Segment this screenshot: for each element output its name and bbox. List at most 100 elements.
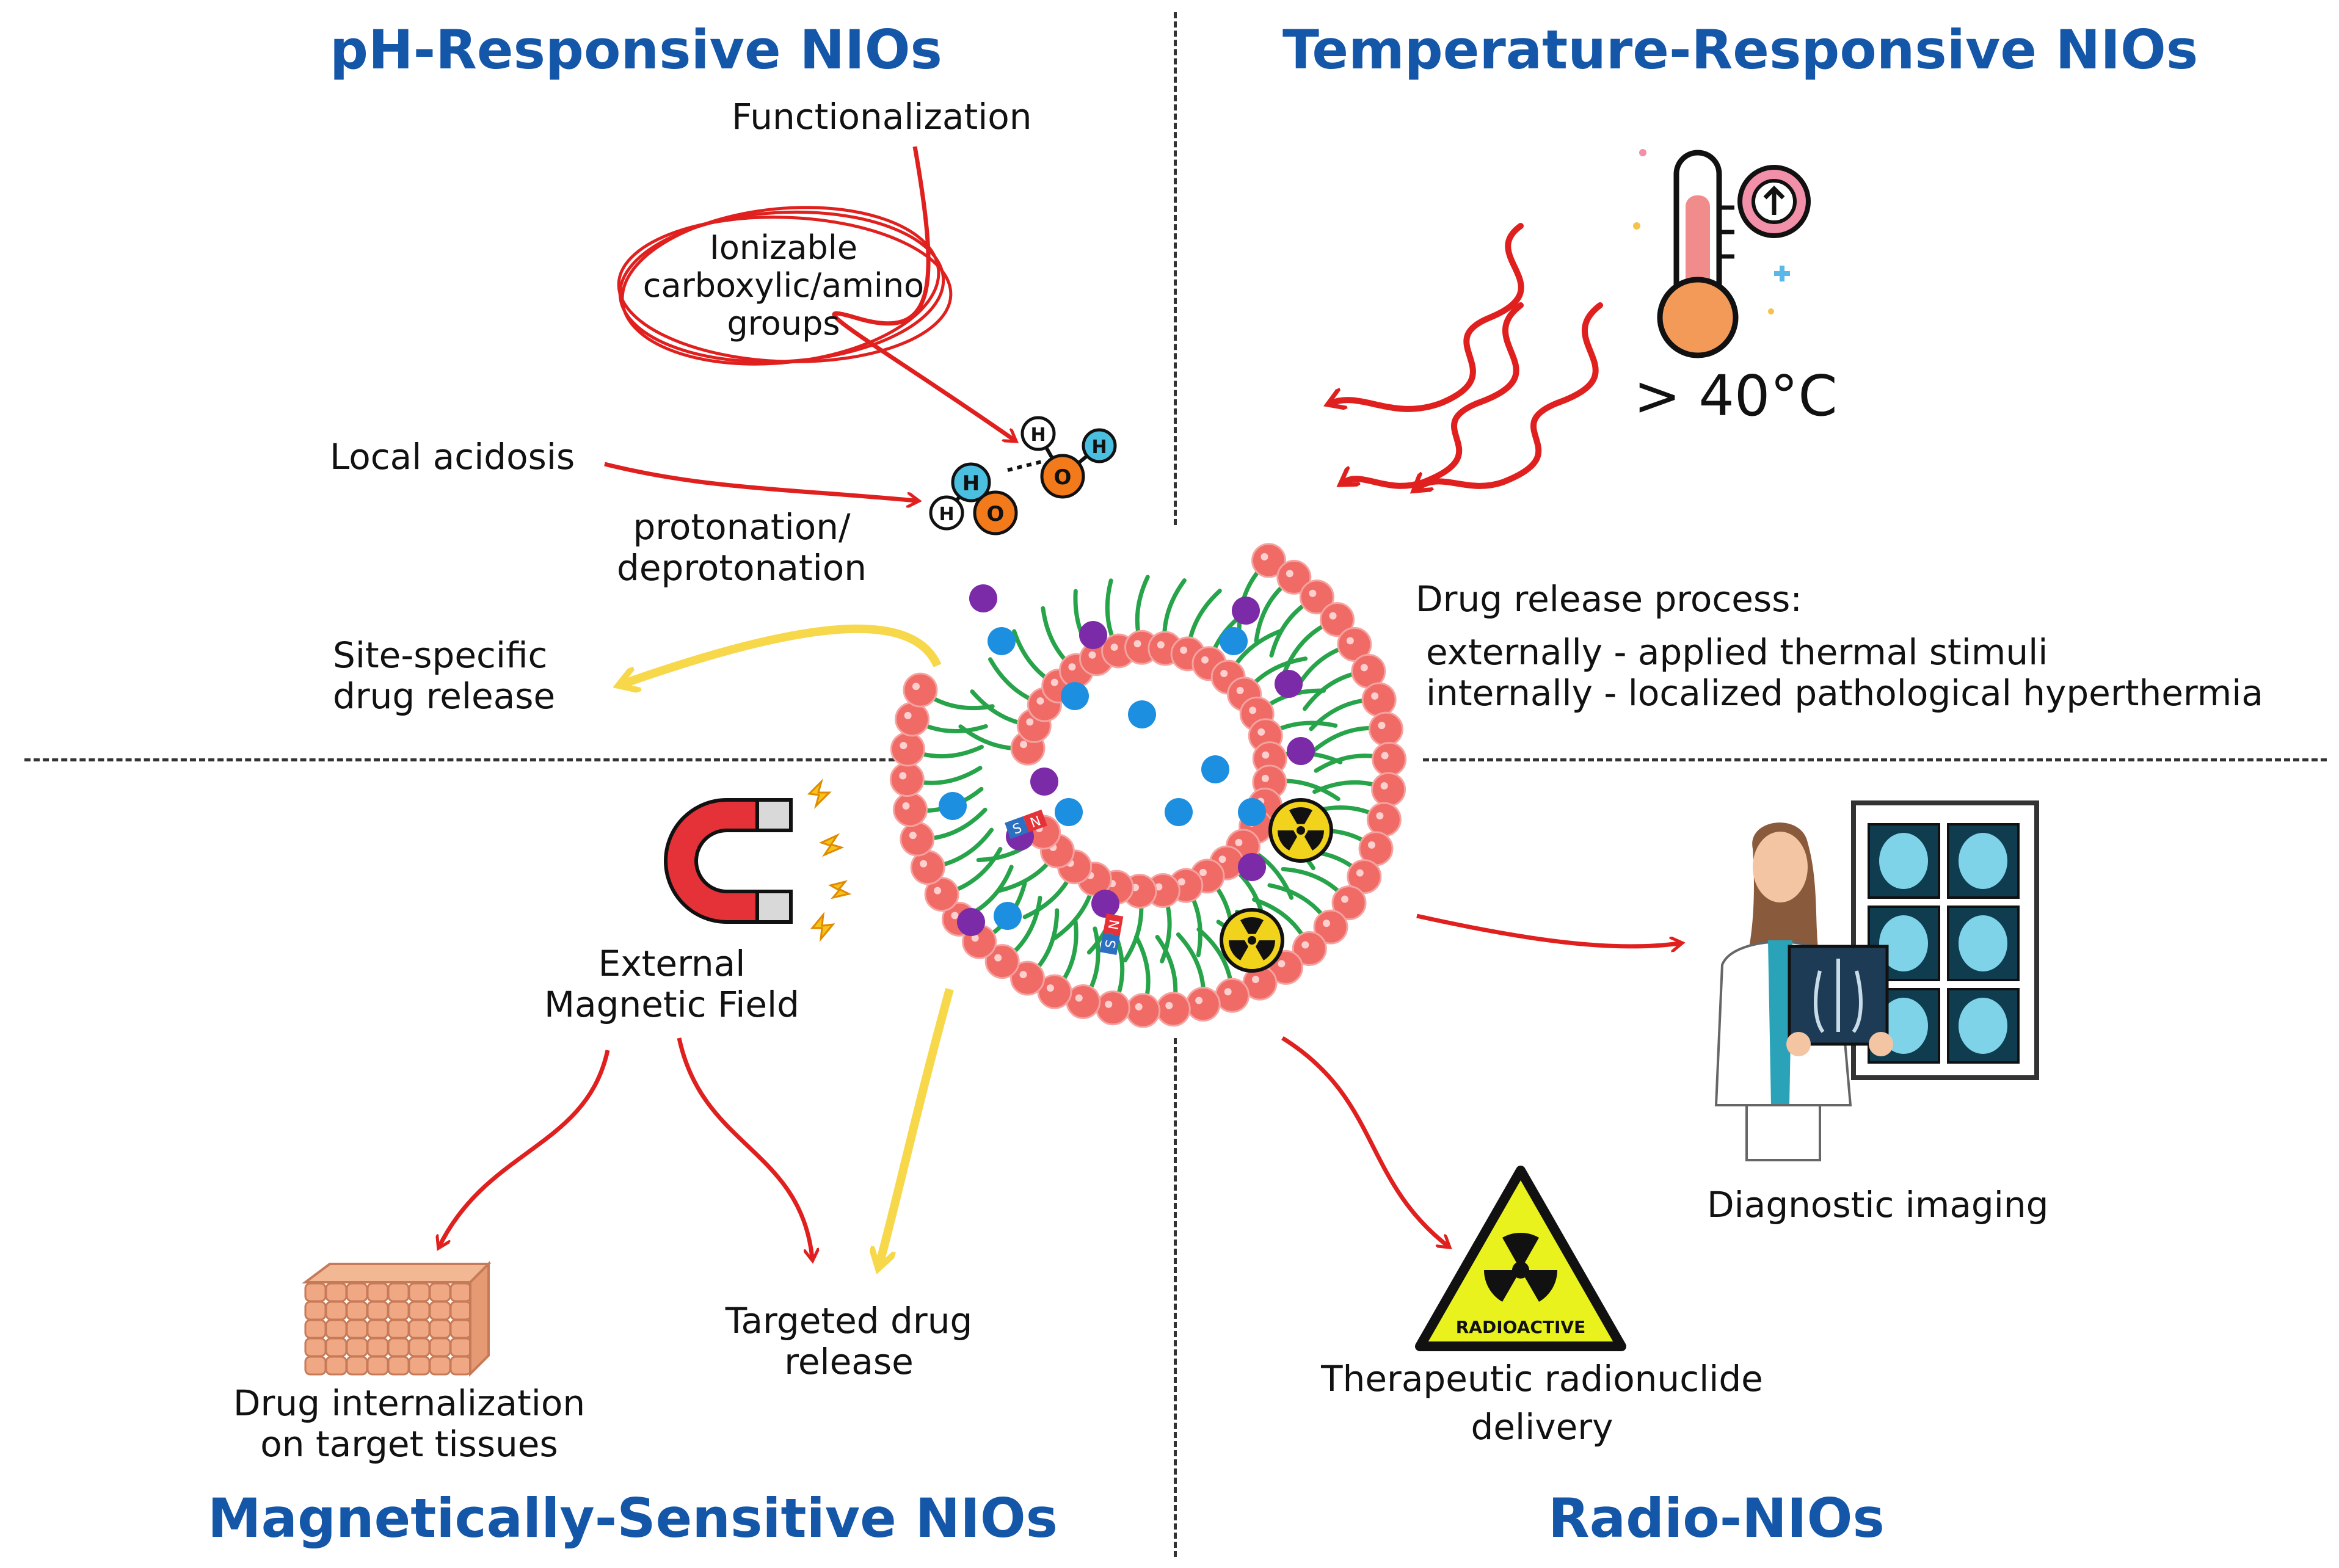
label-therapeutic-line2: delivery xyxy=(1471,1406,1613,1448)
lipid-head xyxy=(893,792,928,827)
tissue-cell xyxy=(346,1356,368,1376)
lipid-head xyxy=(1185,987,1221,1022)
drug-molecule-hydrophilic xyxy=(1061,682,1089,710)
tissue-cell xyxy=(449,1319,472,1339)
lipid-head-highlight xyxy=(1165,1001,1173,1009)
lipid-head-highlight xyxy=(1220,670,1228,678)
lipid-head xyxy=(984,944,1020,979)
label-protonation-line2: deprotonation xyxy=(617,546,867,589)
label-therapeutic-delivery: Therapeutic radionuclide delivery xyxy=(1298,1359,1786,1447)
lipid-head-highlight xyxy=(1360,664,1368,672)
label-internalization-line2: on target tissues xyxy=(260,1423,558,1465)
arrow-functionalization xyxy=(832,146,1014,440)
lipid-head-highlight xyxy=(1286,570,1293,578)
lipid-head xyxy=(890,731,925,767)
lipid-head-highlight xyxy=(1110,643,1118,651)
ionizable-ellipse xyxy=(617,206,953,366)
divider-horizontal-left xyxy=(24,758,904,761)
lipid-head-highlight xyxy=(1368,841,1376,849)
tissue-cell xyxy=(366,1282,389,1302)
tissue-cell xyxy=(408,1319,431,1339)
temperature-threshold: > 40°C xyxy=(1634,363,1838,429)
xray-organ xyxy=(1959,998,2007,1054)
tissue-cell xyxy=(387,1301,410,1321)
arrow-diagnostic xyxy=(1416,913,1679,946)
drug-molecule-hydrophilic xyxy=(1238,798,1266,826)
lipid-head-highlight xyxy=(900,741,908,749)
title-ph-responsive: pH-Responsive NIOs xyxy=(330,18,942,81)
lipid-head-highlight xyxy=(1371,692,1379,700)
lipid-head-highlight xyxy=(1260,553,1268,561)
lipid-head xyxy=(1095,990,1130,1026)
label-functionalization: Functionalization xyxy=(732,96,1032,137)
tissue-cell xyxy=(429,1337,451,1357)
lipid-head-highlight xyxy=(1309,589,1317,597)
lipid-head xyxy=(924,877,959,912)
tissue-cell xyxy=(304,1282,327,1302)
tissue-cell xyxy=(387,1356,410,1376)
tissue-cell xyxy=(449,1282,472,1302)
label-targeted-release: Targeted drug release xyxy=(696,1301,1002,1382)
tissue-cell xyxy=(366,1319,389,1339)
tissue-cell xyxy=(449,1337,472,1357)
arrow-site-release xyxy=(623,624,942,684)
label-diagnostic-imaging: Diagnostic imaging xyxy=(1707,1184,2049,1225)
lipid-head xyxy=(1299,579,1334,615)
tissue-cell xyxy=(366,1337,389,1357)
lipid-head-highlight xyxy=(1323,920,1331,927)
arrow-magnet-internalization xyxy=(440,1050,610,1246)
lipid-head-highlight xyxy=(1301,941,1309,949)
lipid-head-highlight xyxy=(1177,878,1185,886)
label-protonation: protonation/ deprotonation xyxy=(617,507,867,588)
tissue-cell xyxy=(346,1282,368,1302)
arrow-targeted-release xyxy=(879,988,954,1264)
lipid-head-highlight xyxy=(1262,751,1270,759)
lipid-head-highlight xyxy=(1135,1003,1143,1011)
lipid-head-highlight xyxy=(1019,971,1027,979)
lipid-head xyxy=(1215,978,1250,1013)
tissue-cell xyxy=(429,1319,451,1339)
magnet-icon xyxy=(664,778,852,942)
tissue-cell xyxy=(408,1337,431,1357)
lipid-head-highlight xyxy=(1341,895,1349,903)
lipid-head-highlight xyxy=(1088,651,1096,659)
lipid-head xyxy=(1371,772,1406,807)
drug-molecule-lipophilic xyxy=(1079,621,1107,649)
label-drug-internalization: Drug internalization on target tissues xyxy=(226,1383,592,1464)
drug-molecule-hydrophilic xyxy=(1055,798,1083,826)
lipid-head-highlight xyxy=(1133,640,1141,648)
label-targeted-line2: release xyxy=(784,1340,914,1382)
xray-panel-icon xyxy=(1851,800,2039,1080)
title-magnetically-sensitive: Magnetically-Sensitive NIOs xyxy=(208,1487,1058,1550)
molecule-atom: H xyxy=(1030,424,1046,446)
radiation-blade xyxy=(1278,830,1297,851)
xray-organ xyxy=(1879,915,1928,971)
lipid-head-highlight xyxy=(1224,988,1232,996)
lipid-head-highlight xyxy=(1249,706,1257,714)
warning-sign-icon: RADIOACTIVE xyxy=(1415,1166,1626,1351)
label-therapeutic-line1: Therapeutic radionuclide xyxy=(1321,1358,1763,1399)
label-internalization-line1: Drug internalization xyxy=(233,1382,586,1424)
tissue-cell xyxy=(366,1356,389,1376)
lipid-head-highlight xyxy=(1356,869,1364,877)
pole-label-s: S xyxy=(1103,938,1119,949)
lipid-head xyxy=(1368,711,1403,747)
arrow-therapeutic xyxy=(1281,1036,1447,1246)
tissue-cell xyxy=(304,1301,327,1321)
lipid-head xyxy=(1361,682,1397,717)
tissue-cell xyxy=(408,1356,431,1376)
tissue-cell xyxy=(304,1356,327,1376)
lipid-head-highlight xyxy=(1261,774,1269,782)
lipid-head xyxy=(1313,909,1348,945)
lipid-head-highlight xyxy=(1218,855,1226,863)
lipid-head-highlight xyxy=(1026,718,1034,726)
lipid-head xyxy=(1010,960,1045,996)
lipid-head-highlight xyxy=(1346,637,1354,645)
tissue-cell xyxy=(366,1301,389,1321)
tissue-cell xyxy=(429,1356,451,1376)
tissue-cell xyxy=(325,1319,347,1339)
arrow-local-acidosis xyxy=(604,462,916,501)
lipid-head xyxy=(1366,802,1402,837)
